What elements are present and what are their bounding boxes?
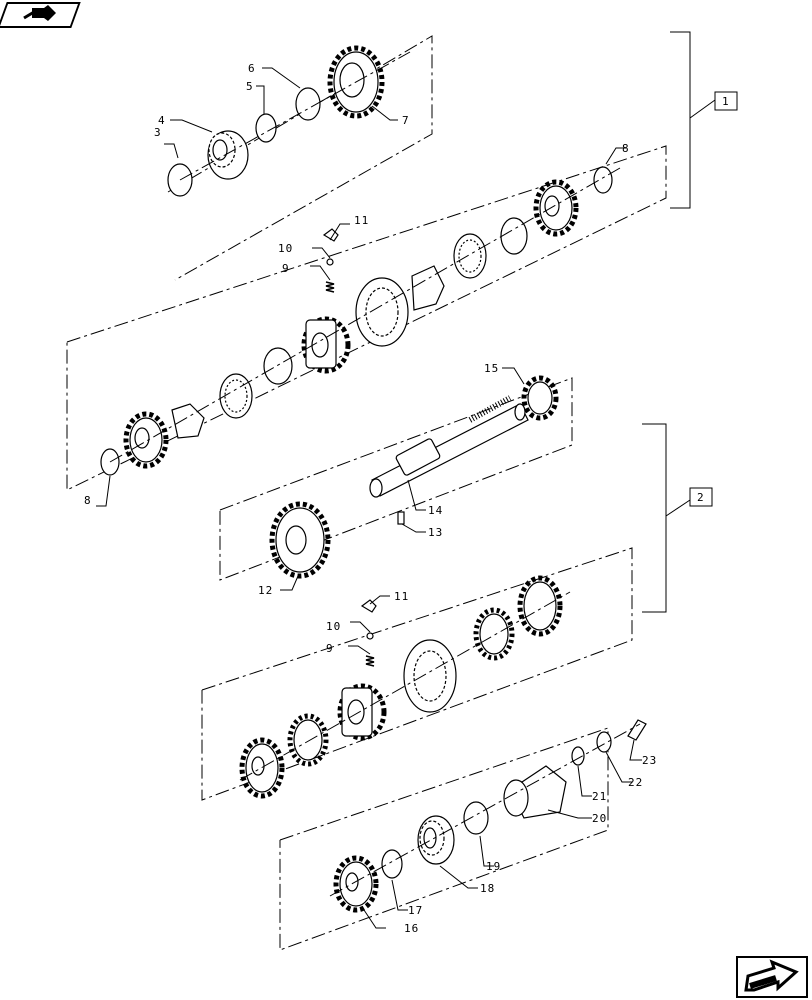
main-shaft-part <box>369 395 529 498</box>
callout-7: 7 <box>402 114 410 127</box>
callout-10-top: 10 <box>278 242 293 255</box>
callout-8-bottom: 8 <box>84 494 92 507</box>
callout-20: 20 <box>592 812 607 825</box>
gear-part <box>517 575 563 637</box>
previous-page-button[interactable] <box>0 2 81 28</box>
callout-17: 17 <box>408 904 423 917</box>
gear-part <box>123 411 169 469</box>
hub-part <box>337 683 387 741</box>
callout-14: 14 <box>428 504 443 517</box>
washer-part <box>463 801 489 835</box>
shift-block-part <box>171 403 205 439</box>
washer-part <box>593 166 613 194</box>
ring-part <box>255 113 277 143</box>
spring-part <box>325 281 335 293</box>
key-part <box>397 511 405 525</box>
callout-6: 6 <box>248 62 256 75</box>
sleeve-part <box>355 277 409 347</box>
callout-23: 23 <box>642 754 657 767</box>
next-page-button[interactable] <box>736 956 808 998</box>
callout-22: 22 <box>628 776 643 789</box>
bearing-part <box>417 815 455 865</box>
ring-part <box>263 347 293 385</box>
callout-21: 21 <box>592 790 607 803</box>
synchro-ring-part <box>287 713 329 767</box>
callout-19: 19 <box>486 860 501 873</box>
gear-part <box>521 375 559 421</box>
callout-13: 13 <box>428 526 443 539</box>
callout-1: 1 <box>722 95 730 108</box>
washer-part <box>295 87 321 121</box>
callout-11-bottom: 11 <box>394 590 409 603</box>
callout-2: 2 <box>697 491 705 504</box>
clip-part <box>360 599 377 613</box>
callout-3: 3 <box>154 126 162 139</box>
callout-labels: 3 4 5 6 7 8 8 9 9 10 10 11 11 12 13 14 1… <box>84 62 657 935</box>
bearing-part <box>207 130 249 180</box>
callout-9-bottom: 9 <box>326 642 334 655</box>
callout-18: 18 <box>480 882 495 895</box>
cone-ring-part <box>500 217 528 255</box>
ring-part <box>381 849 403 879</box>
synchro-ring-part <box>453 233 487 279</box>
synchro-ring-part <box>473 607 515 661</box>
callout-5: 5 <box>246 80 254 93</box>
group-bracket-2: 2 <box>642 423 713 613</box>
callout-4: 4 <box>158 114 166 127</box>
assembly-outlines <box>66 35 667 951</box>
callout-9-top: 9 <box>282 262 290 275</box>
callout-16: 16 <box>404 922 419 935</box>
washer-part <box>596 731 612 753</box>
gear-part <box>269 501 331 579</box>
callout-8-top: 8 <box>622 142 630 155</box>
sleeve-part <box>403 639 457 713</box>
callout-10-bottom: 10 <box>326 620 341 633</box>
gear-part <box>333 855 379 913</box>
ball-part <box>366 632 374 640</box>
leader-lines <box>96 67 642 929</box>
group-bracket-1: 1 <box>670 31 738 209</box>
callout-12: 12 <box>258 584 273 597</box>
next-page-icon <box>744 959 799 992</box>
hub-part <box>301 316 351 374</box>
shift-block-part <box>411 265 445 311</box>
gear-part <box>533 179 579 237</box>
flange-part <box>503 765 567 819</box>
callout-15: 15 <box>484 362 499 375</box>
ball-part <box>326 258 334 266</box>
bolt-part <box>627 719 647 741</box>
previous-page-icon <box>23 5 56 21</box>
spring-part <box>365 655 375 667</box>
callout-11-top: 11 <box>354 214 369 227</box>
